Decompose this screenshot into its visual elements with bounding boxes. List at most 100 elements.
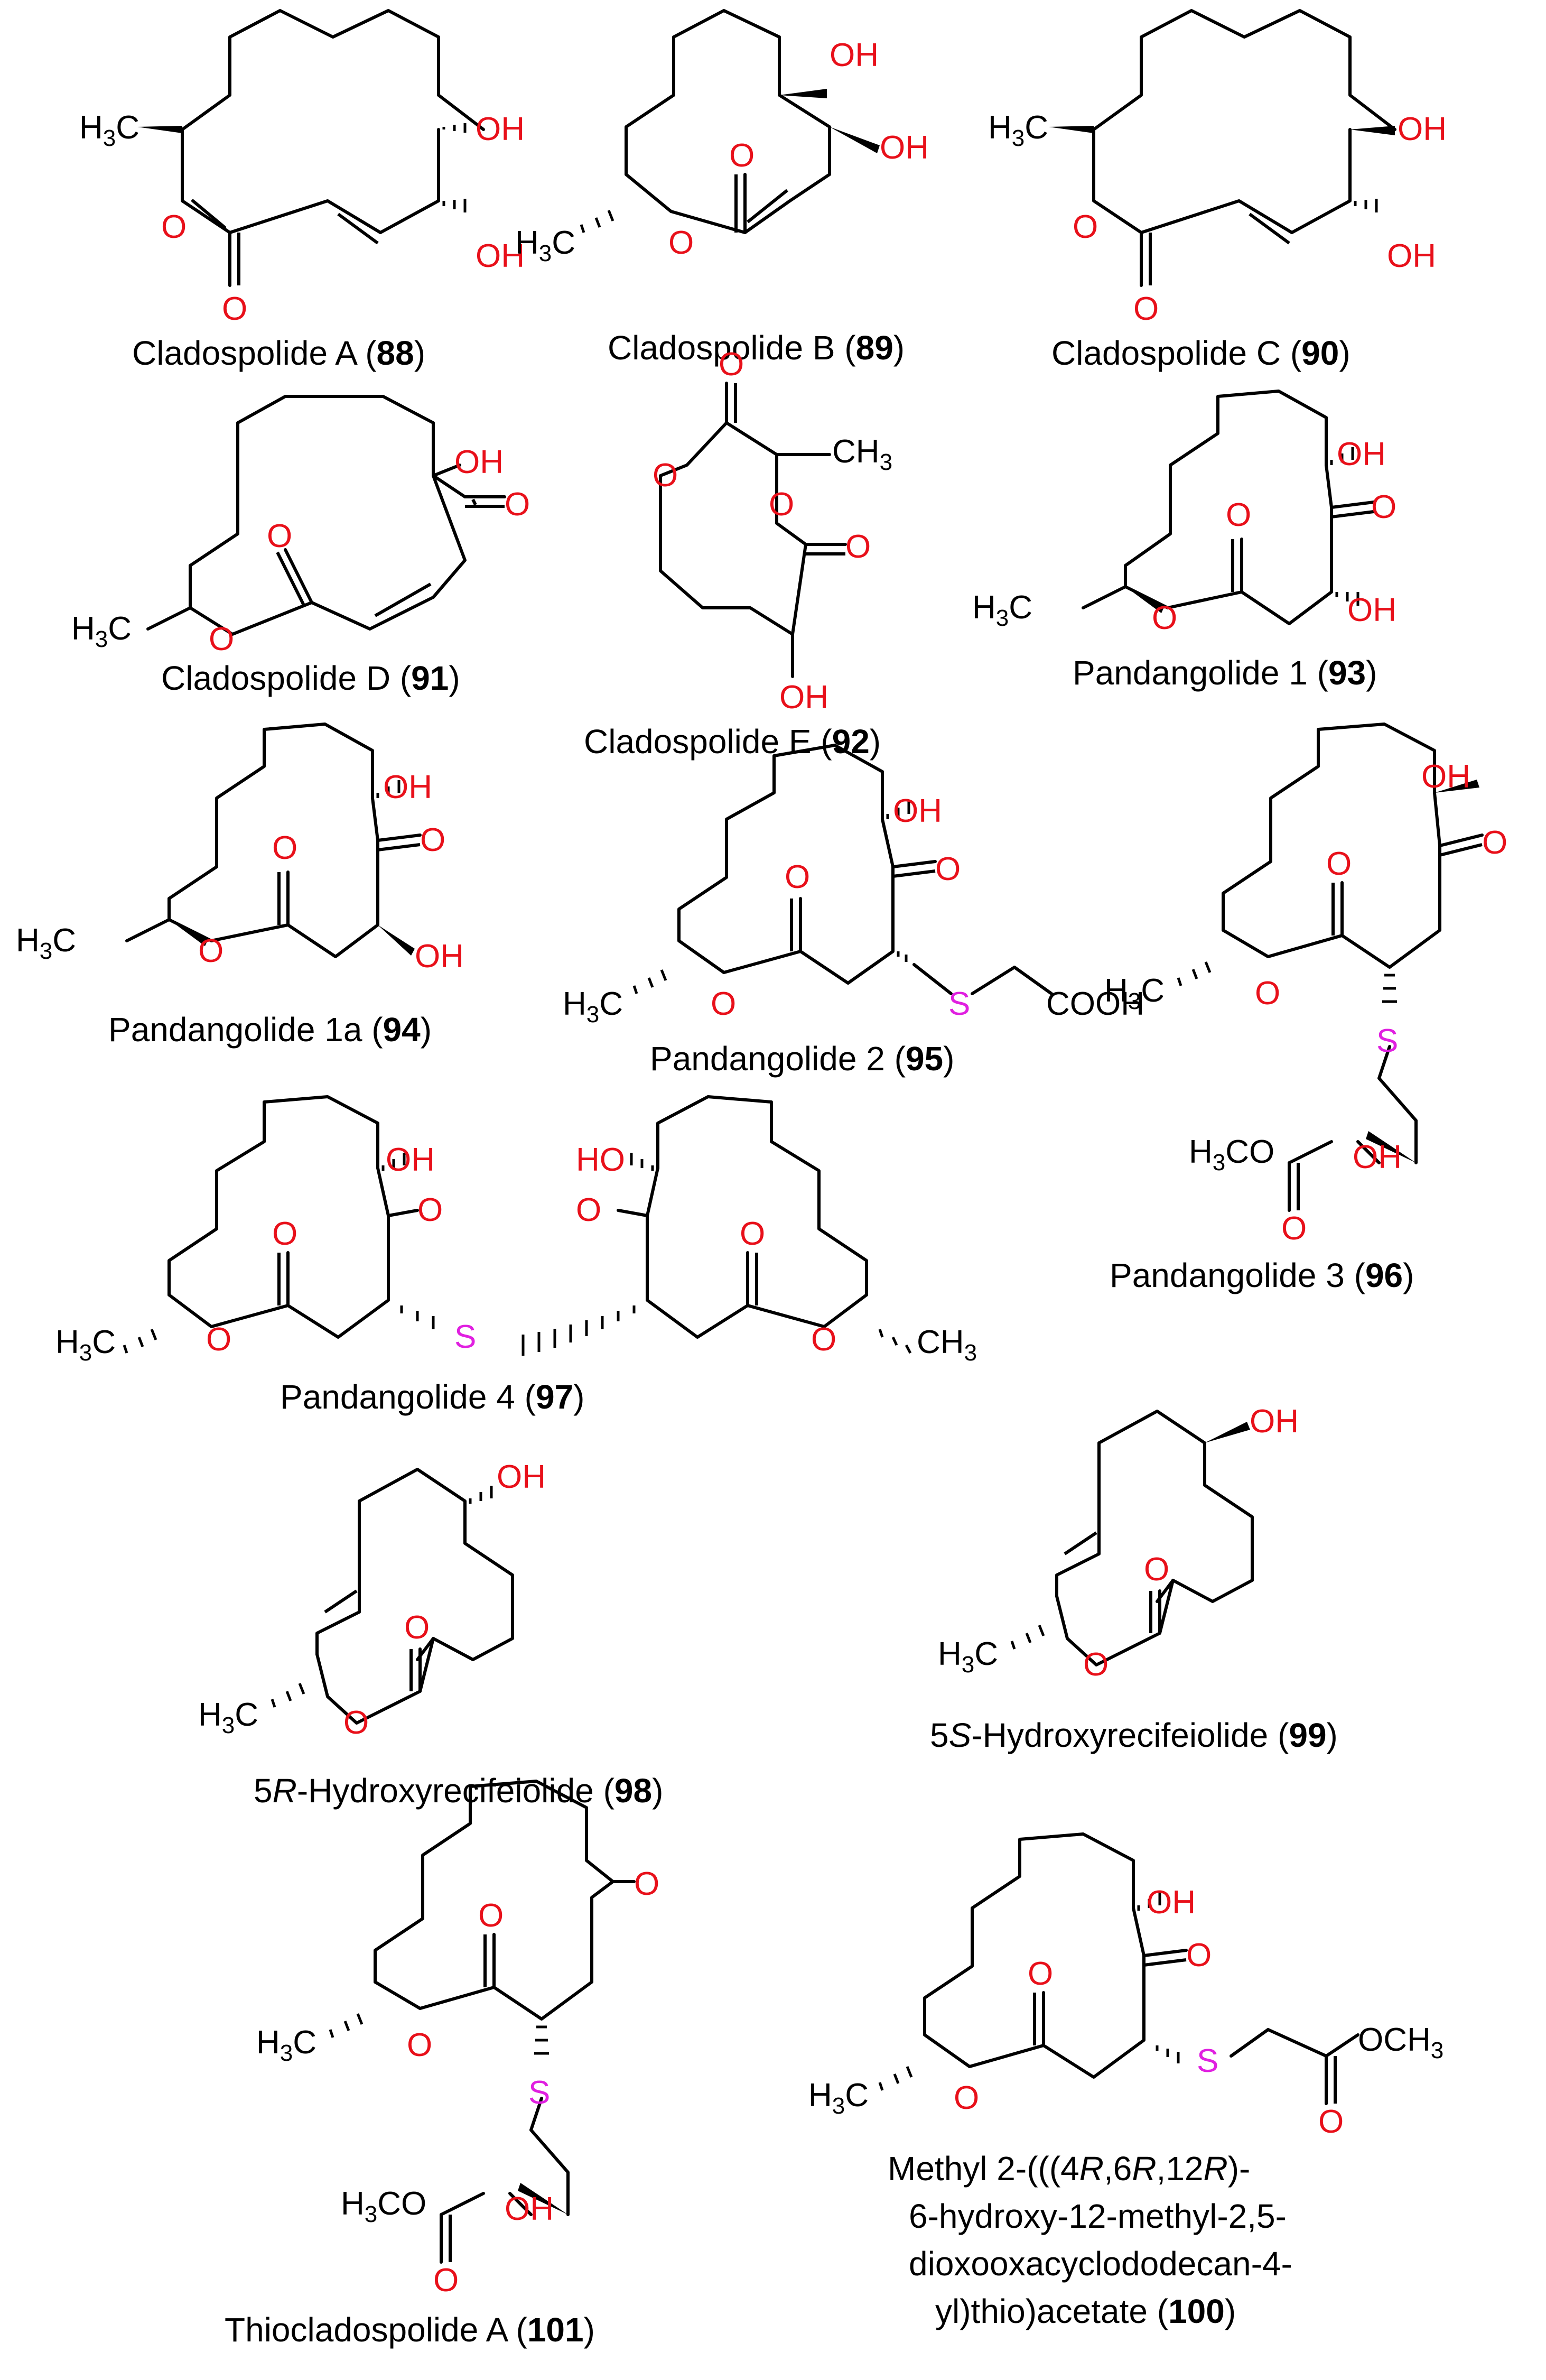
structure-5s-hydroxyrecifeiolide: H3C O O OH 5S-Hydroxyrecifeiolide (99) [930, 1403, 1338, 1754]
oxygen-atom: O [811, 1321, 836, 1358]
oxygen-atom: O [1073, 209, 1098, 245]
h3c-label: H3C [256, 2024, 316, 2066]
oxygen-atom: O [954, 2080, 979, 2116]
hydroxyl-label: OH [1387, 238, 1436, 274]
ketone-oxygen: O [1482, 825, 1507, 861]
carbonyl-oxygen: O [404, 1609, 430, 1646]
structure-pandangolide-1: H3C O O O OH OH Pandangolide 1 (93) [972, 390, 1396, 692]
oxygen-atom: O [668, 225, 694, 261]
structure-cladospolide-b: H3C O O OH OH Cladospolide B (89) [515, 9, 929, 367]
h3c-label: H3C [1104, 973, 1165, 1014]
hydroxyl-label: OH [1421, 758, 1470, 795]
sulfur-atom: S [454, 1319, 476, 1355]
carbonyl-oxygen: O [1028, 1956, 1053, 1992]
hydroxyl-label: OH [1250, 1403, 1299, 1440]
caption-90: Cladospolide C (90) [1051, 334, 1351, 372]
hydroxyl-label: OH [1337, 436, 1386, 473]
ketone-oxygen: O [505, 486, 530, 523]
caption-99: 5S-Hydroxyrecifeiolide (99) [930, 1716, 1338, 1754]
hydroxyl-label: OH [880, 129, 929, 166]
carbonyl-oxygen: O [272, 1216, 297, 1252]
caption-92: Cladospolide E (92) [584, 723, 881, 761]
hydroxyl-label: OH [383, 769, 432, 805]
hydroxyl-label: OH [830, 37, 879, 73]
caption-100-line1: Methyl 2-(((4R,6R,12R)- [888, 2150, 1250, 2188]
carbonyl-oxygen: O [785, 859, 810, 895]
ketone-oxygen: O [1186, 1937, 1212, 1974]
caption-88: Cladospolide A (88) [132, 334, 425, 372]
caption-101: Thiocladospolide A (101) [225, 2311, 595, 2349]
oxygen-atom: O [407, 2027, 432, 2063]
caption-91: Cladospolide D (91) [161, 659, 460, 697]
h3c-label: H3C [71, 610, 132, 652]
caption-100-line3: dioxooxacyclododecan-4- [909, 2245, 1292, 2283]
methoxy-label: H3CO [341, 2185, 426, 2227]
oxygen-atom: O [161, 209, 187, 245]
h3c-label: H3C [79, 109, 139, 151]
caption-93: Pandangolide 1 (93) [1073, 654, 1377, 692]
structure-pandangolide-3: H3C O O O OH S H3CO OH O Pandangolide 3 … [1104, 723, 1507, 1294]
carbonyl-oxygen: O [272, 830, 297, 866]
structure-pandangolide-1a: H3C O O O OH OH Pandangolide 1a (94) [16, 723, 464, 1049]
structure-cladospolide-a: H3C O O OH OH Cladospolide A (88) [79, 9, 525, 372]
caption-100-line2: 6-hydroxy-12-methyl-2,5- [909, 2197, 1287, 2235]
carbonyl-oxygen: O [222, 291, 247, 327]
carboxylic-acid-label: COOH [1046, 986, 1144, 1022]
h3c-label: H3C [198, 1697, 258, 1738]
oxygen-atom: O [1255, 975, 1280, 1012]
hydroxyl-label: OH [1353, 1139, 1402, 1175]
carbonyl-oxygen: O [1144, 1551, 1169, 1588]
hydroxyl-label: OH [1398, 111, 1447, 147]
structure-thiocladospolide-a: H3C O O O S H3CO OH O Thiocladospolide A… [225, 1780, 659, 2349]
structure-compound-100: H3C O O O OH S OCH3 O Methyl 2-(((4R,6R,… [808, 1832, 1443, 2330]
oxygen-atom: O [198, 933, 223, 969]
carbonyl-oxygen: O [729, 137, 755, 174]
caption-95: Pandangolide 2 (95) [650, 1040, 954, 1078]
oxygen-atom: O [1152, 600, 1177, 636]
ketone-oxygen: O [576, 1192, 601, 1228]
caption-89: Cladospolide B (89) [608, 329, 905, 367]
hydroxyl-label: OH [476, 238, 525, 274]
h3c-label: H3C [16, 922, 76, 964]
oxygen-atom: O [206, 1321, 231, 1358]
caption-98: 5R-Hydroxyrecifeiolide (98) [254, 1772, 663, 1810]
sulfur-atom: S [948, 986, 970, 1022]
structure-pandangolide-2: H3C O O O OH S COOH Pandangolide 2 (95) [563, 744, 1144, 1078]
carbonyl-oxygen: O [845, 529, 871, 565]
caption-94: Pandangolide 1a (94) [108, 1011, 432, 1049]
carbonyl-oxygen: O [267, 518, 292, 554]
caption-96: Pandangolide 3 (96) [1110, 1256, 1414, 1294]
carbonyl-oxygen: O [719, 346, 744, 383]
h3c-label: H3C [988, 109, 1048, 151]
structure-5r-hydroxyrecifeiolide: H3C O O OH 5R-Hydroxyrecifeiolide (98) [198, 1459, 663, 1810]
oxygen-atom: O [769, 486, 794, 523]
methoxy-label: OCH3 [1358, 2022, 1443, 2063]
oxygen-atom: O [653, 457, 678, 494]
carbonyl-oxygen: O [1326, 846, 1352, 882]
hydroxyl-label: OH [505, 2191, 554, 2227]
structure-pandangolide-4: H3C O O O OH S O HO O O CH3 Pandangolide… [55, 1095, 977, 1416]
structure-cladospolide-d: H3C O O O OH Cladospolide D (91) [71, 395, 530, 697]
hydroxyl-label: OH [779, 679, 828, 716]
methoxy-label: H3CO [1189, 1134, 1274, 1175]
caption-100-line4: yl)thio)acetate (100) [935, 2292, 1236, 2330]
sulfur-atom: S [528, 2075, 550, 2111]
h3c-label: H3C [972, 589, 1032, 631]
hydroxyl-label: OH [497, 1459, 546, 1495]
sulfur-atom: S [1376, 1023, 1398, 1059]
oxygen-atom: O [711, 986, 736, 1022]
carbonyl-oxygen: O [1133, 291, 1159, 327]
caption-97: Pandangolide 4 (97) [280, 1378, 584, 1416]
ketone-oxygen: O [935, 851, 961, 887]
h3c-label: H3C [55, 1324, 116, 1366]
hydroxyl-label: OH [415, 938, 464, 975]
carbonyl-oxygen: O [1318, 2104, 1344, 2140]
carbonyl-oxygen: O [478, 1897, 504, 1934]
oxygen-atom: O [209, 621, 234, 657]
h3c-label: H3C [938, 1636, 998, 1678]
hydroxyl-label: HO [576, 1142, 625, 1178]
structure-cladospolide-c: H3C O O OH OH Cladospolide C (90) [988, 9, 1447, 372]
ketone-oxygen: O [417, 1192, 443, 1228]
oxygen-atom: O [343, 1705, 369, 1741]
